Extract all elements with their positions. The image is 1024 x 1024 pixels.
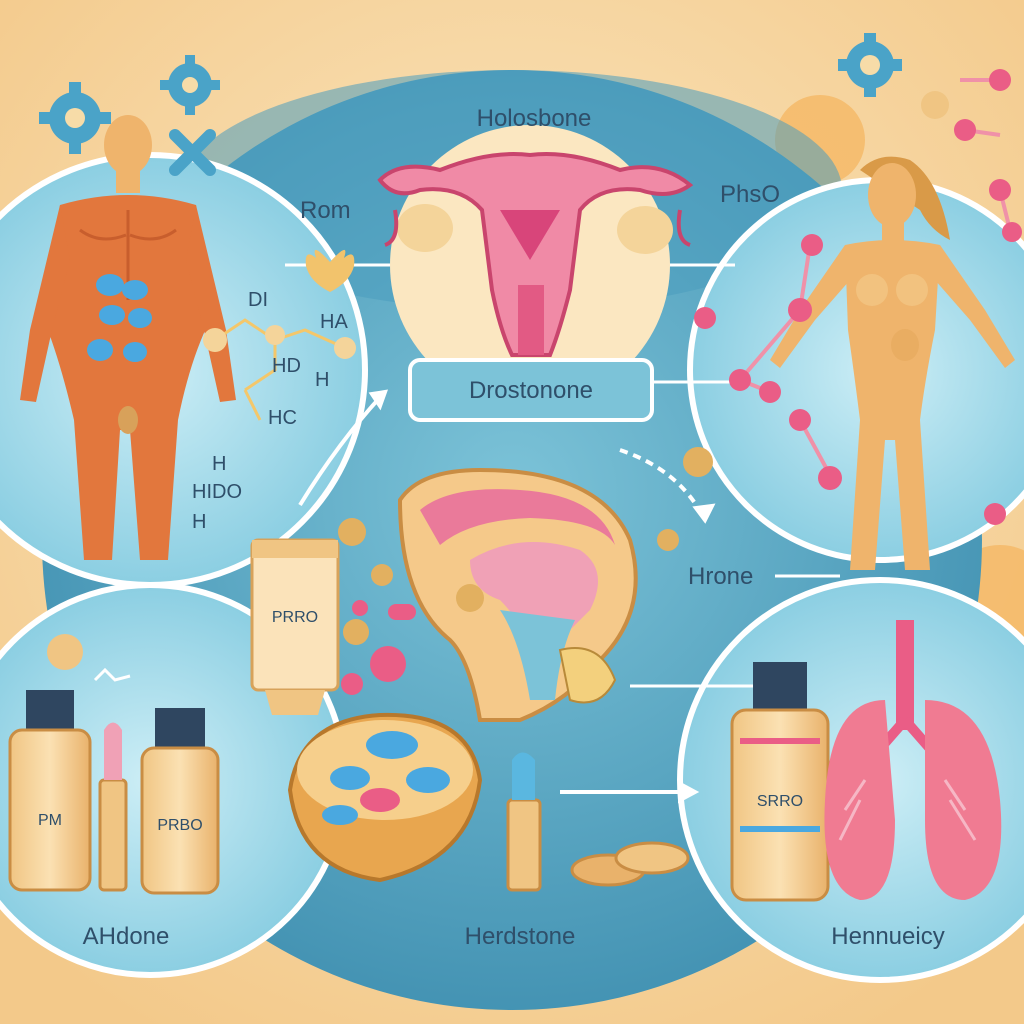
lipstick-pink [98,722,128,892]
bottle-mid: PRBO [140,708,220,895]
molecule-dot [265,325,285,345]
molecule-dot [47,634,83,670]
heart-icon [305,249,355,292]
molecule-dot [203,328,227,352]
label-center: Drostonone [469,377,593,404]
gear-icon [39,82,111,154]
lungs-illustration [824,620,1002,900]
bottle-right: SRRO [730,662,830,902]
bottle-right-label: SRRO [757,793,803,810]
label-bottom-right: Hennueicy [831,923,944,950]
chem-label-hc: HC [268,407,297,429]
arrow-icon [619,448,716,524]
label-bottom-center: Herdstone [465,923,576,950]
chem-label-h1: H [315,369,329,391]
label-bottom-left: AHdone [83,923,170,950]
chem-label-hido: HIDO [192,481,242,503]
lipstick-blue [506,752,542,892]
label-right-top: PhsO [720,181,780,208]
chem-label-ha: HA [320,311,348,333]
arrow-icon [298,389,389,507]
center-label-box [408,358,654,422]
chem-label-di: DI [248,289,268,311]
label-top: Holosbone [477,105,592,132]
pill-group [338,518,679,695]
bottle-left-label: PM [38,812,62,829]
bottle-left: PM [8,690,92,892]
bottle-mid-label: PRBO [157,817,202,834]
pill-icon [683,447,713,477]
label-left-top: Rom [300,197,351,224]
close-icon [169,129,216,176]
organ-pill [96,274,124,296]
cream-tube: PRRO [250,538,340,715]
chem-label-hd: HD [272,355,301,377]
uterus-illustration [377,152,694,357]
molecule-dot [334,337,356,359]
male-muscle-figure [20,115,236,560]
gear-icon [838,33,902,97]
molecule-dot [694,69,1022,525]
brain-section-illustration [397,467,638,722]
label-right-mid: Hrone [688,563,753,590]
molecule-dot [921,91,949,119]
pill-bowl [287,712,483,883]
gear-icon [160,55,220,115]
chem-label-h3: H [192,511,206,533]
tube-label: PRRO [272,609,318,626]
arrow-icon [560,780,700,804]
chem-label-h2: H [212,453,226,475]
chem-bond [93,667,131,682]
tablet-stack [570,841,690,887]
